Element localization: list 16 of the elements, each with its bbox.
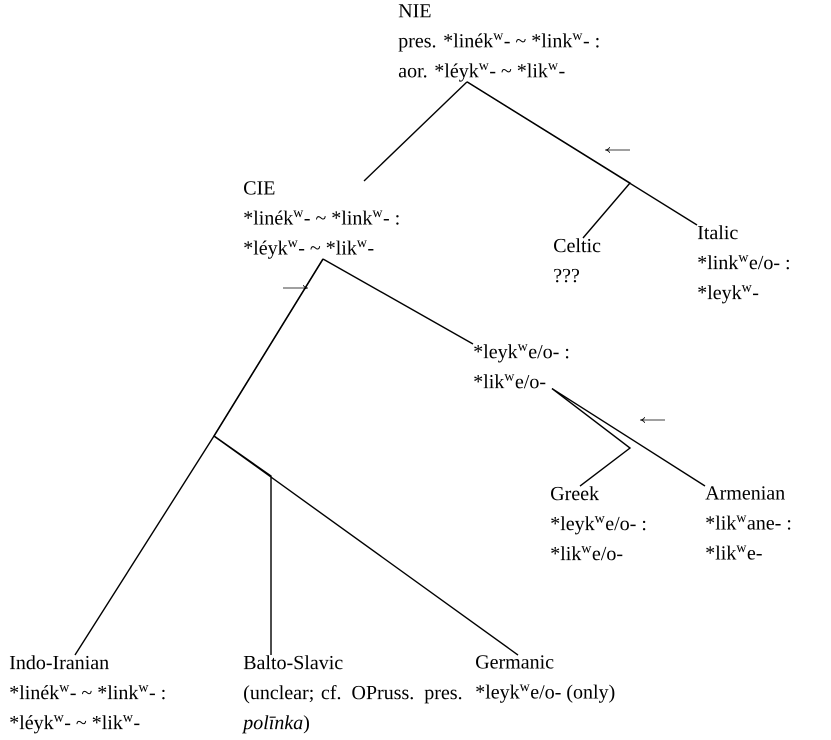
language-label: NIE pres. *linék$^{w}$- ~ *link$^{w}$- : aor. *léyk$^{w}$- ~ *lik$^{w}$-	[398, 4, 599, 82]
tree-branch	[364, 81, 468, 182]
tree-branch	[552, 388, 706, 487]
tree-branch	[322, 258, 474, 345]
language-label: Greek *leyk$^{w}$e/o- : *lik$^{w}$e/o-	[551, 486, 646, 560]
tree-branch	[552, 388, 632, 487]
language-label: Balto-Slavic (unclear; cf. OPruss. pres. polīnka)	[242, 655, 462, 734]
language-label: Germanic *leyk$^{w}$e/o- (only)	[476, 655, 614, 703]
language-label: Celtic ???	[554, 238, 600, 282]
language-label: Indo-Iranian *linék$^{w}$- ~ *link$^{w}$- : *léyk$^{w}$- ~ *lik$^{w}$-	[10, 655, 165, 734]
tree-branch	[466, 81, 698, 226]
language-label: Armenian *lik$^{w}$ane- : *lik$^{w}$e-	[705, 486, 790, 560]
language-label: CIE *linék$^{w}$- ~ *link$^{w}$- : *léyk$^{w}$- ~ *lik$^{w}$-	[244, 181, 399, 259]
tree-branch	[213, 258, 518, 656]
language-label: *leyk$^{w}$e/o- : *lik$^{w}$e/o-	[474, 344, 568, 388]
language-label: Italic *link$^{w}$e/o- : *leyk$^{w}$-	[698, 225, 789, 304]
